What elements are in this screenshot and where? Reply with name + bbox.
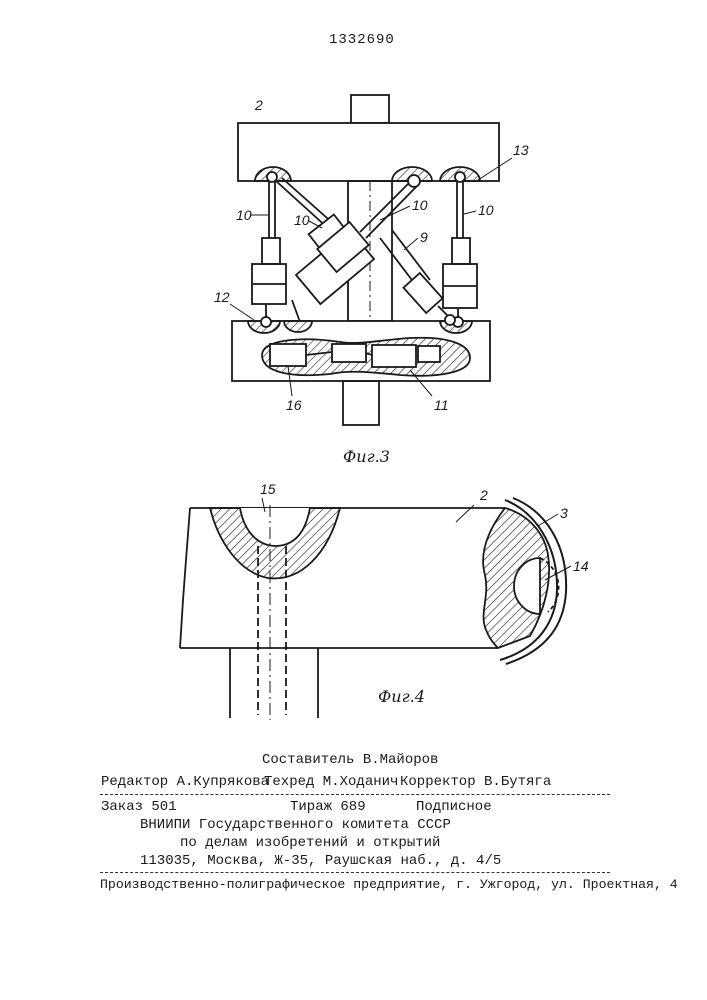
fig3-label-10-right: 10 [478,202,494,218]
shaft-top [351,95,389,123]
fig4-label-14: 14 [573,558,589,574]
fig4-label-2: 2 [479,487,488,503]
fig3-label-10-inner: 10 [294,212,310,228]
colophon-rule-bottom [100,872,610,873]
colophon-circulation: Тираж 689 [290,799,366,815]
colophon-institute: ВНИИПИ Государственного комитета СССР [140,817,451,833]
fig3-label-10-left: 10 [236,207,252,223]
fig4-label-3: 3 [560,505,568,521]
colophon-corrector: Корректор В.Бутяга [400,774,551,790]
fig3-label-10-center: 10 [412,197,428,213]
fig3-label-12: 12 [214,289,230,305]
colophon-committee: по делам изобретений и открытий [180,835,440,851]
figure-4 [180,498,566,720]
colophon-rule-top [100,794,610,795]
fig4-caption: Фиг.4 [378,687,425,706]
fig3-label-11: 11 [434,397,449,413]
fig3-caption: Фиг.3 [343,447,390,466]
figure-3 [232,95,499,425]
colophon-order: Заказ 501 [101,799,177,815]
colophon-address: 113035, Москва, Ж-35, Раушская наб., д. … [140,853,501,869]
colophon-printer: Производственно-полиграфическое предприя… [100,877,678,892]
shaft-bottom [343,381,379,425]
colophon-subscription: Подписное [416,799,492,815]
fig3-label-13: 13 [513,142,529,158]
fig4-label-15: 15 [260,481,276,497]
colophon-compiler: Составитель В.Майоров [262,752,438,768]
colophon-editor: Редактор А.Купрякова [101,774,269,790]
fig3-label-16: 16 [286,397,302,413]
colophon-techred: Техред М.Ходанич [264,774,398,790]
fig3-label-9: 9 [420,229,428,245]
fig3-label-2: 2 [254,97,263,113]
